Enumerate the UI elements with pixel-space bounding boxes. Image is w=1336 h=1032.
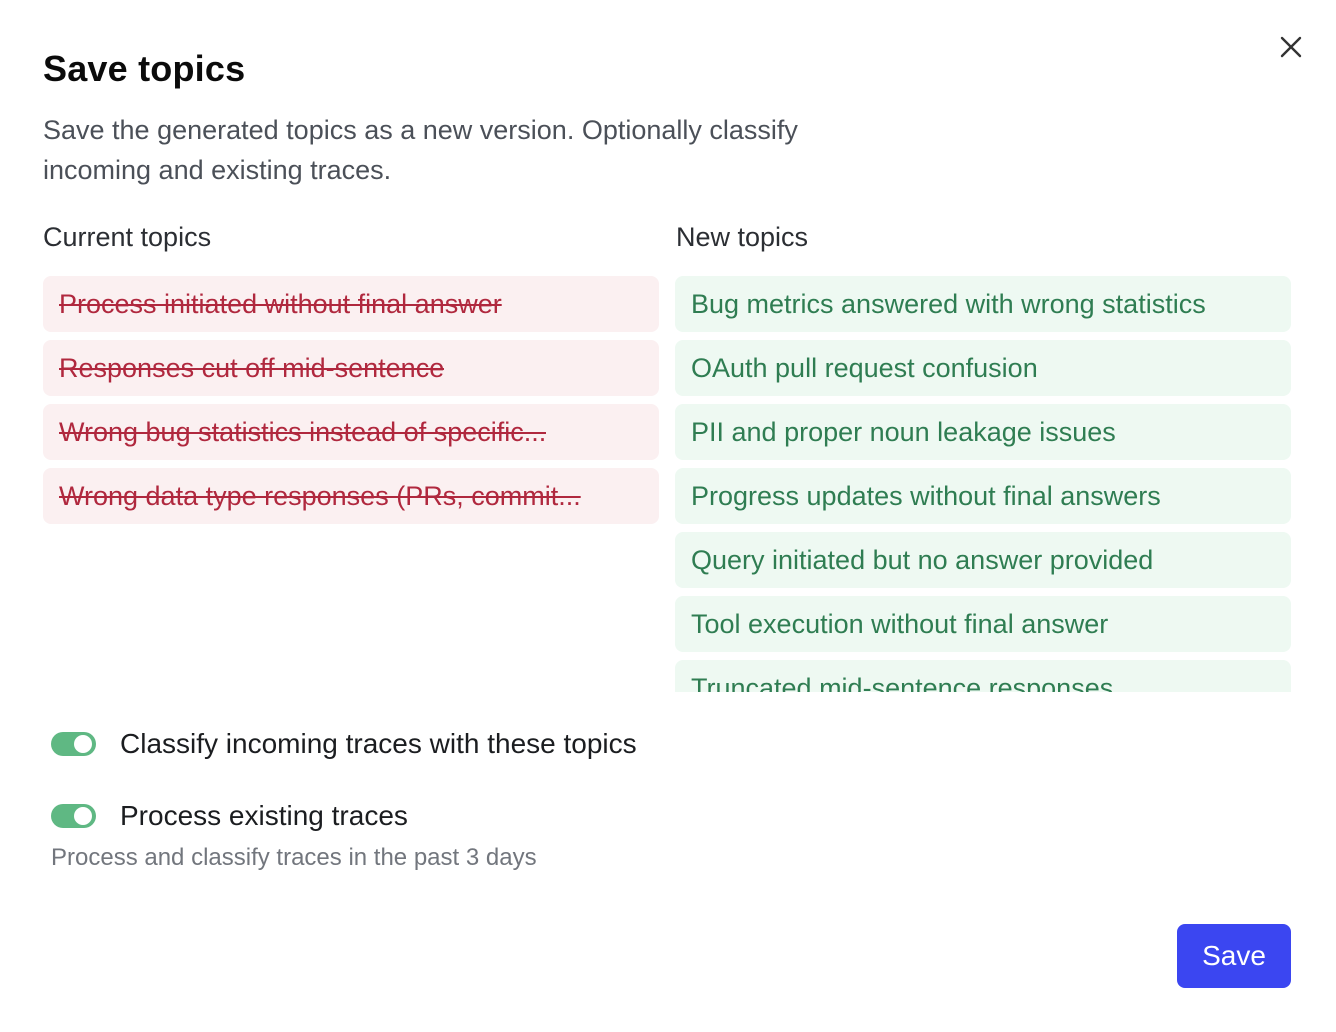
current-topic-item: Process initiated without final answer (43, 276, 659, 332)
new-topic-label: Bug metrics answered with wrong statisti… (691, 288, 1206, 319)
current-topic-item: Wrong data type responses (PRs, commit..… (43, 468, 659, 524)
process-existing-label: Process existing traces (120, 800, 408, 831)
process-existing-toggle[interactable] (51, 804, 96, 828)
new-topic-item: Progress updates without final answers (675, 468, 1291, 524)
classify-incoming-toggle[interactable] (51, 732, 96, 756)
current-topic-item: Responses cut off mid-sentence (43, 340, 659, 396)
new-topics-heading: New topics (676, 222, 809, 252)
close-icon (1280, 36, 1302, 58)
new-topic-label: PII and proper noun leakage issues (691, 416, 1116, 447)
dialog-title: Save topics (43, 48, 246, 89)
dialog-description: Save the generated topics as a new versi… (43, 115, 798, 185)
new-topic-label: OAuth pull request confusion (691, 352, 1038, 383)
current-topics-list: Process initiated without final answer R… (43, 276, 659, 692)
new-topic-label: Query initiated but no answer provided (691, 544, 1154, 575)
new-topic-item: PII and proper noun leakage issues (675, 404, 1291, 460)
new-topic-label: Tool execution without final answer (691, 608, 1109, 639)
new-topic-item: Query initiated but no answer provided (675, 532, 1291, 588)
process-existing-hint: Process and classify traces in the past … (51, 844, 537, 871)
new-topics-list[interactable]: Bug metrics answered with wrong statisti… (675, 276, 1291, 692)
current-topic-label: Process initiated without final answer (59, 288, 502, 319)
new-topic-label: Truncated mid-sentence responses (691, 672, 1114, 693)
new-topic-item: Bug metrics answered with wrong statisti… (675, 276, 1291, 332)
new-topic-label: Progress updates without final answers (691, 480, 1161, 511)
toggle-knob (74, 735, 92, 753)
current-topic-label: Responses cut off mid-sentence (59, 352, 445, 383)
process-existing-row: Process existing traces (51, 796, 408, 836)
close-button[interactable] (1274, 30, 1308, 64)
new-topic-item: OAuth pull request confusion (675, 340, 1291, 396)
current-topic-item: Wrong bug statistics instead of specific… (43, 404, 659, 460)
current-topics-heading: Current topics (43, 222, 212, 252)
current-topic-label: Wrong data type responses (PRs, commit..… (59, 480, 581, 511)
classify-incoming-label: Classify incoming traces with these topi… (120, 728, 637, 759)
save-button[interactable]: Save (1177, 924, 1291, 988)
new-topic-item: Truncated mid-sentence responses (675, 660, 1291, 692)
current-topic-label: Wrong bug statistics instead of specific… (59, 416, 547, 447)
classify-incoming-row: Classify incoming traces with these topi… (51, 724, 637, 764)
new-topic-item: Tool execution without final answer (675, 596, 1291, 652)
toggle-knob (74, 807, 92, 825)
